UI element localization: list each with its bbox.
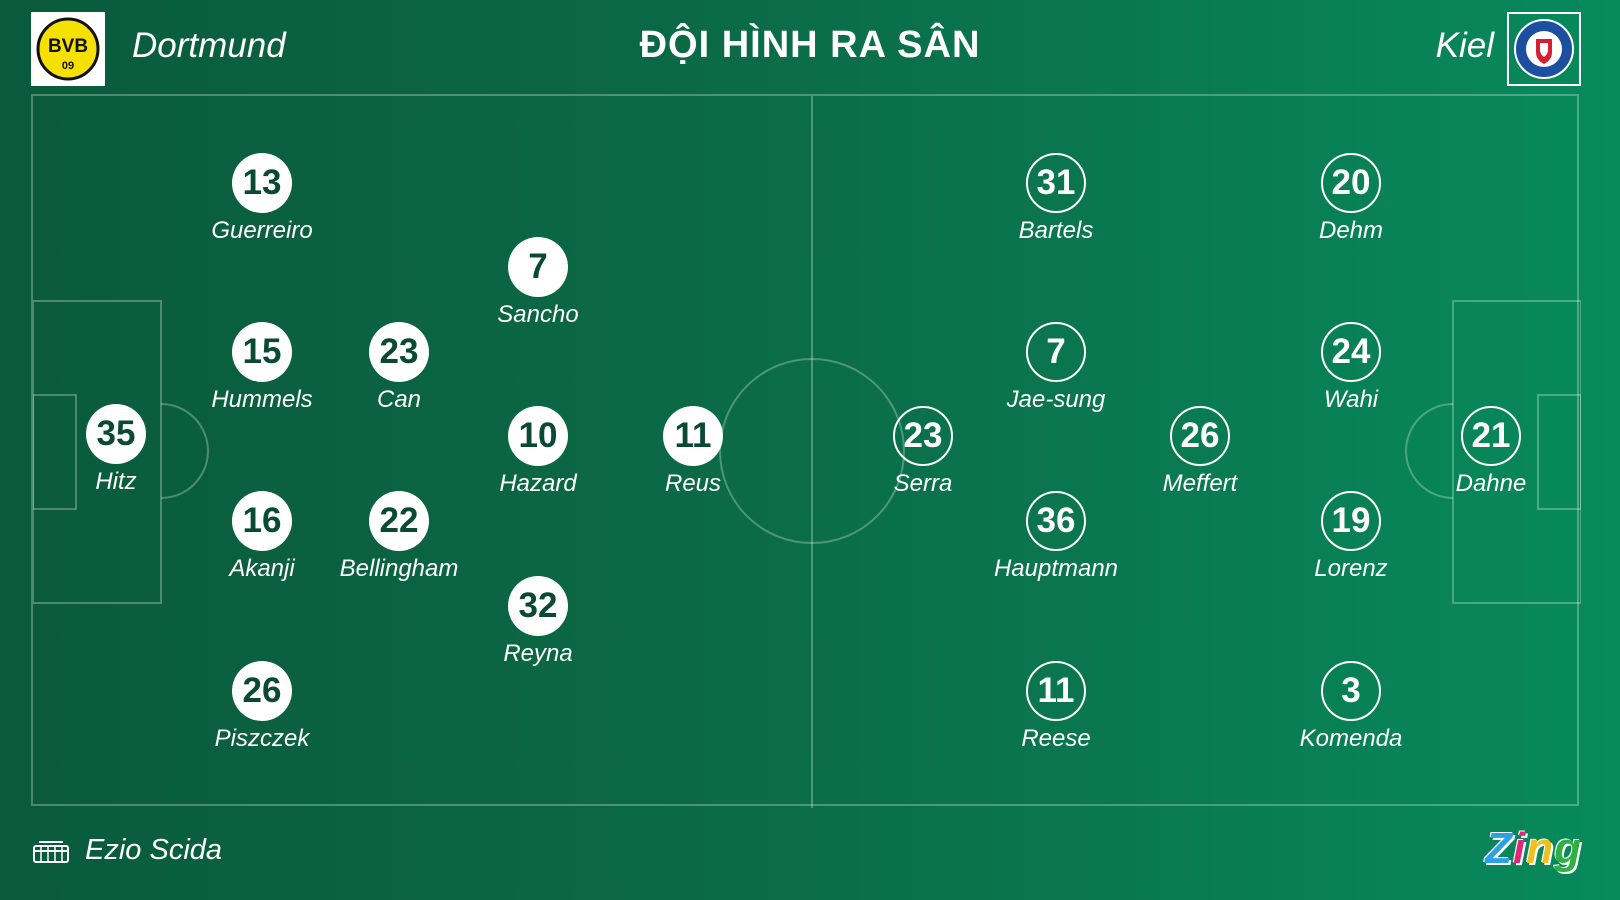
player-name: Bellingham	[339, 555, 459, 582]
away-team-name: Kiel	[1435, 26, 1494, 65]
away-player-serra: 23 Serra	[833, 406, 1013, 498]
home-player-akanji: 16 Akanji	[172, 491, 352, 583]
player-number: 23	[369, 322, 429, 382]
svg-text:09: 09	[62, 60, 74, 72]
player-number: 15	[232, 322, 292, 382]
player-number: 3	[1321, 661, 1381, 721]
away-player-dahne: 21 Dahne	[1401, 406, 1581, 498]
pitch	[31, 94, 1581, 808]
referee-name: Ezio Scida	[85, 834, 223, 866]
player-name: Hitz	[95, 468, 137, 495]
player-number: 20	[1321, 153, 1381, 213]
home-player-can: 23 Can	[309, 322, 489, 414]
player-name: Hazard	[499, 470, 577, 497]
player-name: Guerreiro	[211, 217, 313, 244]
home-player-guerreiro: 13 Guerreiro	[172, 153, 352, 245]
player-name: Bartels	[1018, 217, 1094, 244]
player-number: 11	[1026, 661, 1086, 721]
player-name: Komenda	[1299, 725, 1403, 752]
away-player-wahi: 24 Wahi	[1261, 322, 1441, 414]
home-player-sancho: 7 Sancho	[448, 237, 628, 329]
player-name: Dehm	[1318, 217, 1384, 244]
player-name: Piszczek	[214, 725, 310, 752]
player-number: 21	[1461, 406, 1521, 466]
away-player-dehm: 20 Dehm	[1261, 153, 1441, 245]
page-title: ĐỘI HÌNH RA SÂN	[639, 24, 981, 66]
stadium-icon	[33, 840, 69, 869]
home-team-name: Dortmund	[132, 26, 286, 65]
player-number: 19	[1321, 491, 1381, 551]
player-name: Serra	[893, 470, 953, 497]
player-number: 10	[508, 406, 568, 466]
player-name: Sancho	[497, 301, 579, 328]
player-number: 24	[1321, 322, 1381, 382]
header: BVB 09 Dortmund ĐỘI HÌNH RA SÂN Kiel	[0, 0, 1620, 92]
player-name: Reese	[1021, 725, 1091, 752]
home-player-hazard: 10 Hazard	[448, 406, 628, 498]
player-number: 11	[663, 406, 723, 466]
player-name: Reus	[664, 470, 722, 497]
player-number: 7	[1026, 322, 1086, 382]
player-number: 22	[369, 491, 429, 551]
home-player-reus: 11 Reus	[603, 406, 783, 498]
player-number: 13	[232, 153, 292, 213]
home-player-hitz: 35 Hitz	[26, 404, 206, 496]
player-name: Can	[376, 386, 422, 413]
player-number: 32	[508, 576, 568, 636]
player-name: Dahne	[1455, 470, 1527, 497]
away-player-meffert: 26 Meffert	[1110, 406, 1290, 498]
away-player-reese: 11 Reese	[966, 661, 1146, 753]
player-name: Meffert	[1162, 470, 1238, 497]
player-number: 36	[1026, 491, 1086, 551]
player-name: Jae-sung	[1006, 386, 1106, 413]
kiel-logo	[1507, 12, 1581, 86]
player-number: 35	[86, 404, 146, 464]
player-name: Hummels	[211, 386, 313, 413]
player-number: 16	[232, 491, 292, 551]
away-player-jae-sung: 7 Jae-sung	[966, 322, 1146, 414]
player-number: 26	[1170, 406, 1230, 466]
player-number: 23	[893, 406, 953, 466]
pitch-markings	[33, 96, 1581, 808]
away-player-hauptmann: 36 Hauptmann	[966, 491, 1146, 583]
home-player-reyna: 32 Reyna	[448, 576, 628, 668]
home-player-bellingham: 22 Bellingham	[309, 491, 489, 583]
home-player-piszczek: 26 Piszczek	[172, 661, 352, 753]
player-number: 26	[232, 661, 292, 721]
player-number: 7	[508, 237, 568, 297]
brand-logo: Zing	[1485, 824, 1582, 873]
dortmund-logo: BVB 09	[31, 12, 105, 86]
player-number: 31	[1026, 153, 1086, 213]
svg-text:BVB: BVB	[48, 36, 88, 57]
player-name: Akanji	[229, 555, 295, 582]
away-player-komenda: 3 Komenda	[1261, 661, 1441, 753]
away-player-bartels: 31 Bartels	[966, 153, 1146, 245]
away-player-lorenz: 19 Lorenz	[1261, 491, 1441, 583]
home-player-hummels: 15 Hummels	[172, 322, 352, 414]
player-name: Reyna	[503, 640, 573, 667]
player-name: Hauptmann	[993, 555, 1119, 582]
player-name: Wahi	[1323, 386, 1379, 413]
player-name: Lorenz	[1314, 555, 1388, 582]
